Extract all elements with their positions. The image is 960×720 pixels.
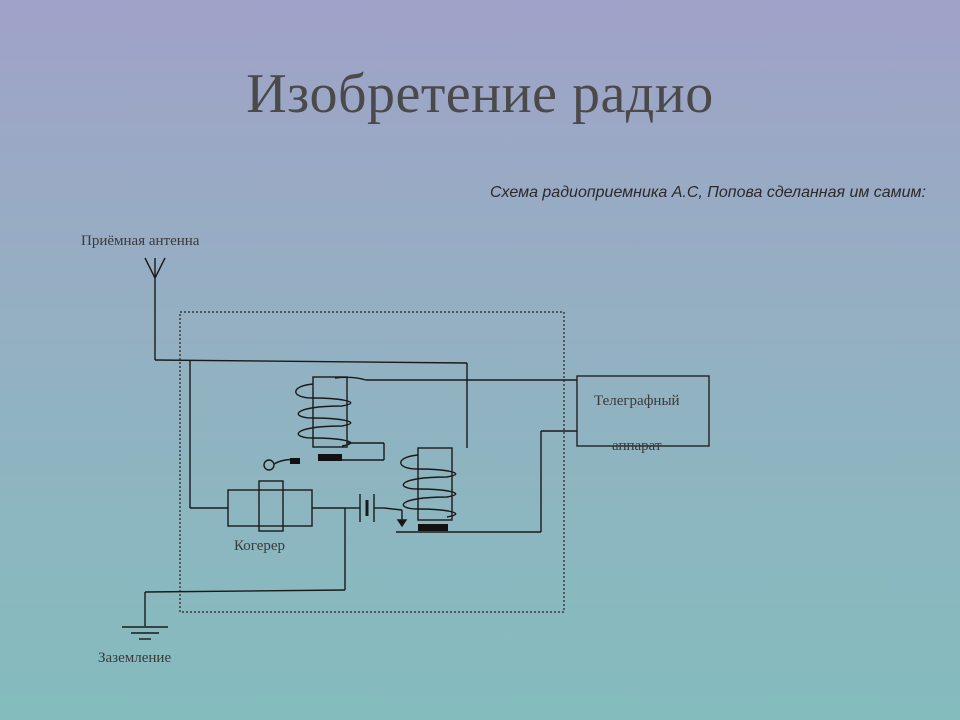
antenna-symbol (144, 257, 166, 360)
coherer (227, 480, 345, 532)
telegraph-label-line2: аппарат (612, 438, 662, 454)
antenna-label: Приёмная антенна (81, 233, 200, 249)
coherer-label: Когерер (234, 538, 286, 554)
telegraph-apparatus-box (576, 375, 710, 447)
ground-symbol (122, 589, 346, 640)
receiver-enclosure (179, 311, 565, 613)
antenna-wiring (154, 359, 468, 509)
bell-hammer (263, 458, 301, 471)
slide-title: Изобретение радио (246, 63, 714, 125)
ground-label: Заземление (98, 650, 172, 666)
lower-relay-coil (396, 430, 577, 533)
diagram-caption: Схема радиоприемника А.С, Попова сделанн… (490, 184, 926, 201)
upper-relay-coil (295, 376, 577, 461)
battery (344, 494, 403, 590)
telegraph-label-line1: Телеграфный (594, 393, 680, 409)
